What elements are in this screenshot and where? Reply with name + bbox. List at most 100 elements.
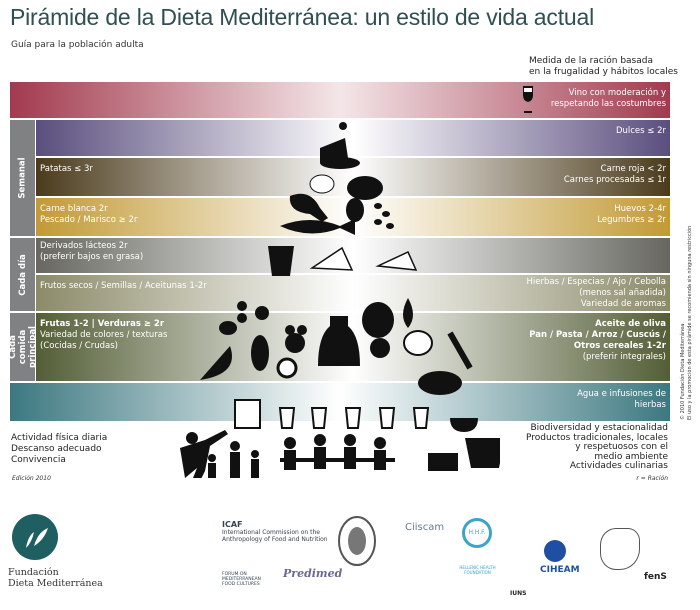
copyright-line: El uso y la promoción de esta pirámide s…	[687, 225, 693, 420]
band-text: Pan / Pasta / Arroz / Cuscús /	[529, 330, 666, 340]
ration-legend: r = Ración	[636, 475, 668, 482]
band-nuts-herbs: Frutos secos / Semillas / Aceitunas 1-2r…	[36, 275, 670, 311]
iuns-logo: IUNS	[510, 590, 527, 597]
cheese-icon	[309, 246, 354, 271]
watermelon-icon	[200, 346, 232, 380]
band-text: Carne roja < 2r	[600, 164, 666, 174]
copyright-line: © 2010 Fundación Dieta Mediterránea	[680, 323, 686, 420]
olive-oil-jug-icon	[318, 316, 360, 366]
forum-text: FORUM ON	[222, 572, 247, 577]
band-text: (menos sal añadida)	[579, 288, 666, 298]
predimed-logo: Predimed	[283, 567, 343, 580]
egg-icon	[346, 198, 364, 222]
band-text: (Cocidas / Crudas)	[40, 341, 118, 351]
portion-note-line: en la frugalidad y hábitos locales	[529, 67, 678, 77]
band-text: Dulces ≤ 2r	[615, 126, 666, 136]
side-label-main-meal: Cada comida principal	[7, 313, 38, 381]
band-text: Frutas 1-2 | Verduras ≥ 2r	[40, 319, 165, 329]
portion-note-line: Medida de la ración basada	[529, 56, 653, 66]
africa-map-logo	[600, 528, 640, 570]
band-sweets: Dulces ≤ 2r	[36, 120, 670, 156]
icaf-text: International Commission on the	[222, 529, 320, 536]
steak-icon	[347, 176, 383, 200]
side-label-daily: Cada día	[10, 238, 35, 311]
beans-icon	[374, 203, 394, 229]
side-label-text: Semanal	[17, 157, 28, 199]
lifestyle-text: y respetuosos con el	[575, 442, 668, 452]
fish-icon	[280, 219, 355, 235]
band-text: Vino con moderación y	[568, 88, 666, 98]
ciiscam-logo: Ciiscam	[405, 522, 445, 533]
sausage-icon	[320, 157, 360, 169]
icaf-text: Anthropology of Food and Nutrition	[222, 536, 328, 543]
hhf-text: HELLENIC HEALTH FOUNDATION	[459, 565, 496, 575]
side-label-weekly: Semanal	[10, 120, 35, 236]
fens-logo: fenS	[644, 572, 667, 582]
apple-icon	[285, 333, 305, 353]
family-activity-silhouette	[180, 430, 259, 478]
band-text: Pescado / Marisco ≥ 2r	[40, 215, 138, 225]
band-text: Huevos 2-4r	[614, 204, 666, 214]
band-text: Patatas ≤ 3r	[40, 164, 93, 174]
lifestyle-text: Productos tradicionales, locales	[525, 432, 668, 443]
hhf-logo: H.H.F.	[462, 518, 492, 548]
water-glass-icon	[278, 407, 430, 429]
band-text: Legumbres ≥ 2r	[597, 215, 666, 225]
cake-icon	[320, 138, 348, 163]
side-label-text: Cada comida principal	[7, 326, 38, 368]
cabbage-icon	[403, 330, 433, 356]
forum-text: FOOD CULTURES	[222, 582, 260, 587]
band-text: (preferir integrales)	[582, 352, 666, 362]
cherry-icon	[339, 122, 347, 130]
tea-cup-icon	[450, 418, 478, 432]
lifestyle-text: Actividades culinarias	[569, 461, 668, 471]
band-text: Variedad de colores / texturas	[40, 330, 168, 340]
artichoke-icon	[370, 338, 390, 358]
portion-note: Medida de la ración basada en la frugali…	[529, 56, 678, 78]
edition-label: Edición 2010	[12, 475, 51, 482]
lifestyle-text: Convivencia	[11, 455, 66, 465]
onion-icon	[362, 302, 394, 338]
lifestyle-text: medio ambiente	[594, 451, 668, 462]
lifestyle-text: Actividad física diaria	[11, 433, 108, 443]
family-meal-silhouette	[280, 434, 395, 470]
nuts-icon	[219, 301, 269, 335]
basket-icon	[465, 438, 500, 468]
olives-icon	[285, 325, 307, 335]
food-pyramid-illustration	[180, 122, 500, 478]
fundacion-leaf-icon	[12, 514, 58, 560]
ciheam-logo: CIHEAM	[540, 565, 580, 575]
orange-icon	[276, 357, 298, 379]
lifestyle-text: Biodiversidad y estacionalidad	[530, 423, 668, 433]
band-text: Variedad de aromas	[580, 299, 666, 309]
chicken-leg-icon	[289, 193, 328, 222]
garlic-icon	[403, 298, 413, 328]
band-text: Frutos secos / Semillas / Aceitunas 1-2r	[40, 281, 207, 291]
band-text: hierbas	[634, 400, 666, 410]
fundacion-line: Fundación	[8, 567, 59, 578]
band-text: Carne blanca 2r	[40, 204, 108, 214]
band-text: Derivados lácteos 2r	[40, 241, 128, 251]
wheat-icon	[447, 331, 473, 370]
forum-text: MEDITERRANEAN	[222, 577, 261, 582]
icaf-title: ICAF	[222, 520, 243, 529]
ciheam-emblem-icon	[544, 540, 566, 562]
band-text: (preferir bajos en grasa)	[40, 252, 144, 262]
band-text: Agua e infusiones de	[577, 389, 666, 399]
wine-glass-icon	[523, 86, 533, 113]
cheese-icon	[375, 250, 418, 271]
grapes-icon	[251, 335, 269, 371]
potato-icon	[309, 174, 335, 194]
band-text: respetando las costumbres	[550, 99, 666, 109]
band-dairy: Derivados lácteos 2r(preferir bajos en g…	[36, 238, 670, 273]
band-text: Hierbas / Especias / Ajo / Cebolla	[526, 277, 666, 287]
lifestyle-text: Descanso adecuado	[11, 444, 102, 454]
